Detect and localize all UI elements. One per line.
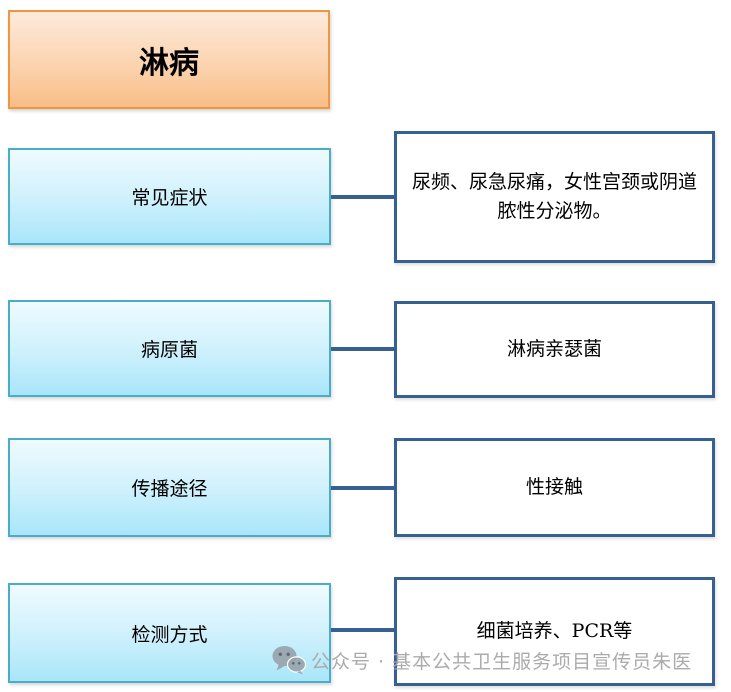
content-box-detection: 细菌培养、PCR等: [394, 577, 715, 686]
content-text-transmission: 性接触: [525, 475, 583, 498]
content-text-symptoms: 尿频、尿急尿痛，女性宫颈或阴道脓性分泌物。: [411, 170, 697, 222]
title-box: 淋病: [8, 10, 330, 109]
content-box-pathogen: 淋病亲瑟菌: [394, 301, 715, 398]
connector-line-pathogen: [331, 347, 394, 351]
connector-line-transmission: [331, 486, 394, 490]
content-text-detection: 细菌培养、PCR等: [476, 619, 633, 642]
label-text-pathogen: 病原菌: [140, 339, 198, 361]
label-text-detection: 检测方式: [131, 623, 208, 646]
label-box-pathogen: 病原菌: [8, 300, 331, 397]
label-box-symptoms: 常见症状: [8, 148, 331, 245]
wechat-icon: [272, 645, 306, 675]
label-text-symptoms: 常见症状: [131, 187, 208, 209]
label-box-detection: 检测方式: [8, 583, 331, 683]
content-text-pathogen: 淋病亲瑟菌: [506, 337, 602, 360]
watermark: 公众号 · 基本公共卫生服务项目宣传员朱医: [272, 645, 692, 675]
connector-line-detection: [331, 628, 394, 632]
connector-line-symptoms: [331, 195, 394, 199]
title-text: 淋病: [139, 45, 199, 81]
content-box-transmission: 性接触: [394, 438, 715, 537]
label-text-transmission: 传播途径: [131, 478, 208, 500]
watermark-text: 公众号 · 基本公共卫生服务项目宣传员朱医: [311, 650, 693, 673]
label-box-transmission: 传播途径: [8, 438, 331, 537]
content-box-symptoms: 尿频、尿急尿痛，女性宫颈或阴道脓性分泌物。: [394, 131, 715, 263]
